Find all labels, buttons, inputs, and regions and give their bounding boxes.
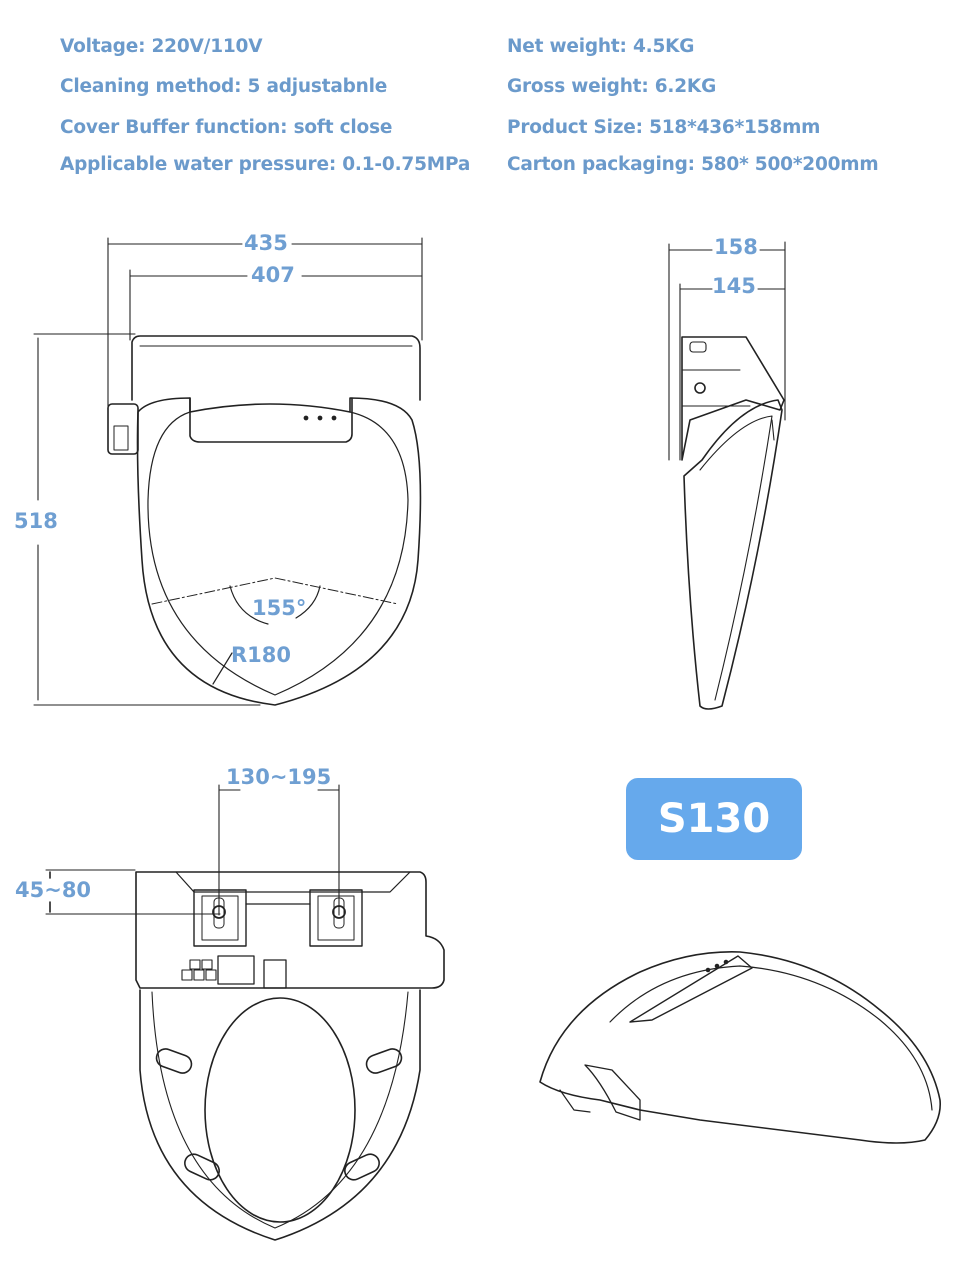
dim-depth-outer: 158 bbox=[714, 235, 758, 259]
dim-radius: R180 bbox=[231, 643, 292, 667]
top-view-drawing bbox=[33, 237, 423, 706]
dim-bolt-offset: 45~80 bbox=[15, 878, 92, 902]
spec-gross-weight: Gross weight: 6.2KG bbox=[507, 76, 717, 97]
model-badge: S130 bbox=[626, 778, 802, 860]
dim-width-outer: 435 bbox=[244, 231, 288, 255]
spec-cover-buffer: Cover Buffer function: soft close bbox=[60, 117, 393, 138]
dim-bolt-spacing: 130~195 bbox=[226, 765, 332, 789]
spec-voltage: Voltage: 220V/110V bbox=[60, 36, 263, 57]
spec-product-size: Product Size: 518*436*158mm bbox=[507, 117, 821, 138]
perspective-view-drawing bbox=[539, 951, 942, 1144]
spec-water-pressure: Applicable water pressure: 0.1-0.75MPa bbox=[60, 154, 471, 175]
spec-net-weight: Net weight: 4.5KG bbox=[507, 36, 695, 57]
spec-carton-packaging: Carton packaging: 580* 500*200mm bbox=[507, 154, 879, 175]
bottom-view-drawing bbox=[45, 784, 445, 1241]
dim-length: 518 bbox=[14, 509, 58, 533]
dim-depth-inner: 145 bbox=[712, 274, 756, 298]
dim-width-inner: 407 bbox=[251, 263, 295, 287]
spec-cleaning-method: Cleaning method: 5 adjustabnle bbox=[60, 76, 388, 97]
side-view-drawing bbox=[668, 241, 786, 710]
dim-angle: 155° bbox=[252, 596, 307, 620]
